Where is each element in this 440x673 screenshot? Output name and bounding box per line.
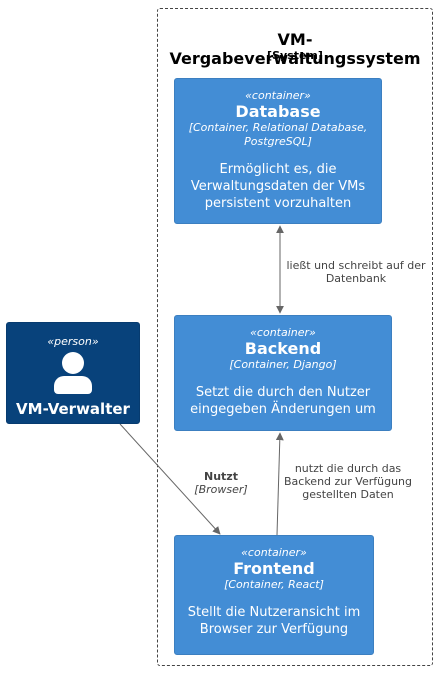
description-line: Setzt die durch den Nutzer bbox=[195, 385, 371, 400]
person-icon bbox=[54, 352, 92, 396]
database-name: Database bbox=[235, 102, 321, 121]
edge-label-tech: [Browser] bbox=[194, 483, 248, 496]
frontend-container[interactable]: «container» Frontend [Container, React] … bbox=[174, 535, 374, 655]
edge-label-line: gestellten Daten bbox=[302, 488, 394, 501]
database-stereotype: «container» bbox=[245, 89, 311, 102]
person-vm-verwalter[interactable]: «person» VM-Verwalter bbox=[6, 322, 140, 424]
frontend-tech: [Container, React] bbox=[224, 578, 324, 591]
backend-description: Setzt die durch den Nutzer eingegeben Än… bbox=[175, 384, 391, 418]
edge-label-person-frontend: Nutzt [Browser] bbox=[186, 470, 256, 496]
description-line: persistent vorzuhalten bbox=[204, 196, 352, 211]
database-container[interactable]: «container» Database [Container, Relatio… bbox=[174, 78, 382, 224]
system-title: VM-Vergabeverwaltungssystem bbox=[169, 30, 421, 68]
frontend-description: Stellt die Nutzeransicht im Browser zur … bbox=[175, 604, 373, 638]
person-icon-body bbox=[54, 376, 92, 394]
system-boundary bbox=[157, 8, 433, 666]
edge-label-line: nutzt die durch das bbox=[294, 462, 402, 475]
database-tech: [Container, Relational Database, bbox=[188, 121, 368, 134]
frontend-stereotype: «container» bbox=[241, 546, 307, 559]
edge-label-database-backend: ließt und schreibt auf der Datenbank bbox=[280, 259, 432, 285]
edge-frontend-backend bbox=[275, 432, 284, 536]
description-line: Stellt die Nutzeransicht im bbox=[187, 605, 361, 620]
edge-person-frontend bbox=[119, 423, 221, 535]
person-stereotype: «person» bbox=[47, 335, 99, 348]
backend-container[interactable]: «container» Backend [Container, Django] … bbox=[174, 315, 392, 431]
backend-name: Backend bbox=[244, 339, 322, 358]
backend-stereotype: «container» bbox=[250, 326, 316, 339]
edge-label-line: Backend zur Verfügung bbox=[283, 475, 412, 488]
database-tech: PostgreSQL] bbox=[244, 135, 312, 148]
edge-label-name: Nutzt bbox=[204, 470, 238, 483]
description-line: Browser zur Verfügung bbox=[199, 622, 349, 637]
frontend-name: Frontend bbox=[233, 559, 315, 578]
person-icon-head bbox=[62, 352, 84, 374]
edge-label-line: Datenbank bbox=[325, 272, 387, 285]
backend-tech: [Container, Django] bbox=[229, 358, 337, 371]
description-line: Verwaltungsdaten der VMs bbox=[190, 179, 366, 194]
edge-label-line: ließt und schreibt auf der bbox=[286, 259, 426, 272]
database-description: Ermöglicht es, die Verwaltungsdaten der … bbox=[175, 161, 381, 212]
description-line: Ermöglicht es, die bbox=[219, 162, 337, 177]
description-line: eingegeben Änderungen um bbox=[190, 402, 376, 417]
edge-label-frontend-backend: nutzt die durch das Backend zur Verfügun… bbox=[278, 462, 418, 501]
person-name: VM-Verwalter bbox=[16, 400, 130, 418]
system-subtitle: [System] bbox=[267, 49, 323, 62]
